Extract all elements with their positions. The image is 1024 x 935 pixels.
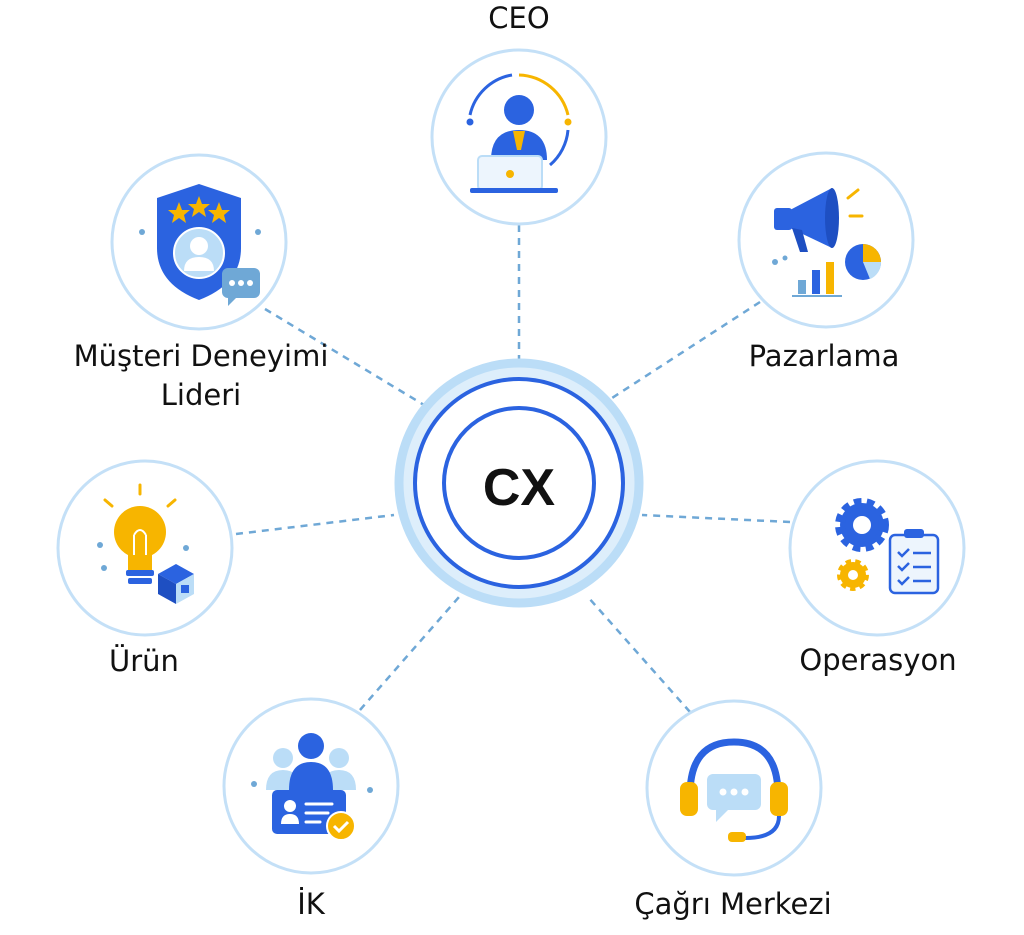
node-musteri-deneyimi-lideri: Müşteri Deneyimi Lideri — [74, 153, 329, 412]
node-label-ceo: CEO — [488, 1, 549, 35]
node-label-musteri-line2: Lideri — [161, 378, 241, 412]
connector-pazarlama — [611, 300, 761, 400]
executive-at-laptop-icon — [466, 73, 572, 193]
node-label-cagri-merkezi: Çağrı Merkezi — [634, 887, 831, 921]
node-label-urun: Ürün — [109, 644, 179, 678]
cx-label: CX — [483, 459, 556, 517]
lightbulb-box-icon — [97, 483, 194, 604]
node-ceo: CEO — [430, 1, 608, 226]
node-operasyon: Operasyon — [788, 459, 966, 677]
connector-urun — [235, 513, 395, 536]
connector-lines — [235, 225, 791, 713]
node-label-pazarlama: Pazarlama — [749, 339, 900, 373]
connector-musteri — [264, 307, 425, 407]
shield-user-stars-icon — [139, 184, 261, 306]
node-label-operasyon: Operasyon — [799, 643, 956, 677]
megaphone-chart-icon — [772, 188, 882, 297]
gears-checklist-icon — [835, 498, 940, 595]
node-ik: İK — [222, 697, 400, 921]
node-cagri-merkezi: Çağrı Merkezi — [634, 699, 832, 921]
connector-ik — [359, 596, 460, 711]
headset-chat-icon — [680, 738, 788, 842]
connector-operasyon — [641, 513, 791, 524]
connector-cagri-merkezi — [587, 596, 691, 713]
node-pazarlama: Pazarlama — [737, 151, 915, 373]
node-label-ik: İK — [297, 887, 326, 921]
node-label-musteri-line1: Müşteri Deneyimi — [74, 339, 329, 373]
node-urun: Ürün — [56, 459, 234, 678]
team-id-card-icon — [251, 733, 373, 841]
cx-hub: CX — [394, 358, 644, 608]
